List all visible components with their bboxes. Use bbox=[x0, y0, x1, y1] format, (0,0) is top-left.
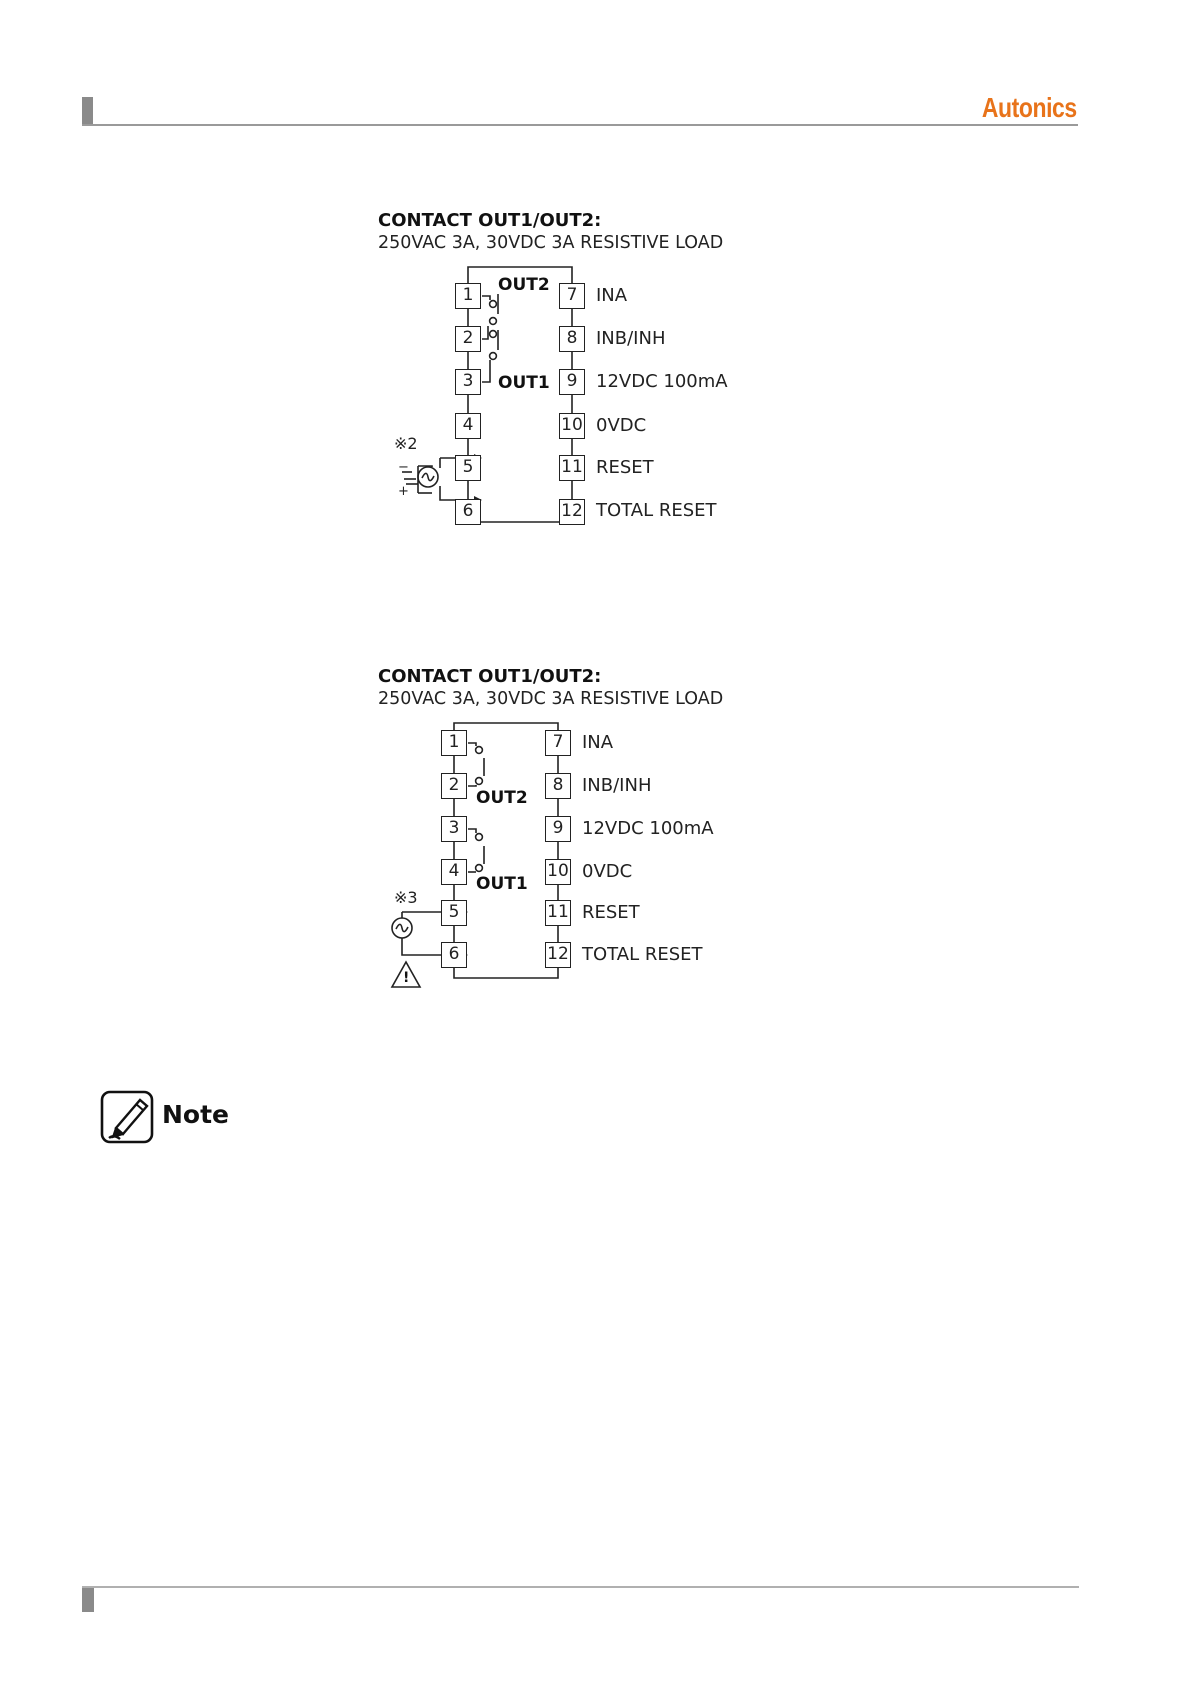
header-rule bbox=[82, 124, 1078, 126]
minus-sign: − bbox=[398, 460, 409, 475]
note-pencil-icon bbox=[100, 1090, 154, 1144]
terminal-12: 12 bbox=[545, 942, 571, 968]
signal-12vdc: 12VDC 100mA bbox=[582, 818, 714, 839]
terminal-11: 11 bbox=[559, 455, 585, 481]
terminal-10: 10 bbox=[559, 413, 585, 439]
diagram-2-subtitle: 250VAC 3A, 30VDC 3A RESISTIVE LOAD bbox=[378, 689, 724, 709]
signal-0vdc: 0VDC bbox=[582, 861, 633, 882]
label-out1: OUT1 bbox=[498, 373, 550, 393]
terminal-8: 8 bbox=[559, 326, 585, 352]
signal-ina: INA bbox=[596, 285, 628, 306]
signal-total-reset: TOTAL RESET bbox=[582, 944, 703, 965]
note-label: Note bbox=[162, 1100, 230, 1129]
terminal-12: 12 bbox=[559, 499, 585, 525]
terminal-3: 3 bbox=[441, 816, 467, 842]
terminal-3: 3 bbox=[455, 369, 481, 395]
diagram-1-subtitle: 250VAC 3A, 30VDC 3A RESISTIVE LOAD bbox=[378, 233, 724, 253]
terminal-10: 10 bbox=[545, 859, 571, 885]
terminal-6: 6 bbox=[455, 499, 481, 525]
footnote-mark-2: ※2 bbox=[394, 434, 418, 453]
terminal-11: 11 bbox=[545, 900, 571, 926]
terminal-1: 1 bbox=[455, 283, 481, 309]
signal-ina: INA bbox=[582, 732, 614, 753]
signal-inb-inh: INB/INH bbox=[582, 775, 652, 796]
terminal-5: 5 bbox=[441, 900, 467, 926]
footnote-mark-3: ※3 bbox=[394, 888, 418, 907]
footer-accent-bar bbox=[82, 1588, 94, 1612]
wiring-diagram-2: CONTACT OUT1/OUT2: 250VAC 3A, 30VDC 3A R… bbox=[378, 666, 740, 988]
header-accent-bar bbox=[82, 97, 93, 124]
terminal-9: 9 bbox=[559, 369, 585, 395]
signal-12vdc: 12VDC 100mA bbox=[596, 371, 728, 392]
terminal-4: 4 bbox=[441, 859, 467, 885]
plus-sign: + bbox=[398, 484, 409, 499]
label-out1: OUT1 bbox=[476, 874, 528, 894]
label-out2: OUT2 bbox=[476, 788, 528, 808]
terminal-7: 7 bbox=[559, 283, 585, 309]
warning-icon: ! bbox=[403, 970, 410, 986]
diagram-1-title: CONTACT OUT1/OUT2: bbox=[378, 210, 602, 231]
terminal-2: 2 bbox=[455, 326, 481, 352]
signal-inb-inh: INB/INH bbox=[596, 328, 666, 349]
signal-0vdc: 0VDC bbox=[596, 415, 647, 436]
wiring-diagram-1: CONTACT OUT1/OUT2: 250VAC 3A, 30VDC 3A R… bbox=[378, 210, 740, 530]
signal-total-reset: TOTAL RESET bbox=[596, 500, 717, 521]
terminal-2: 2 bbox=[441, 773, 467, 799]
signal-reset: RESET bbox=[596, 457, 654, 478]
diagram-2-title: CONTACT OUT1/OUT2: bbox=[378, 666, 602, 687]
brand-logo: Autonics bbox=[982, 92, 1077, 123]
signal-reset: RESET bbox=[582, 902, 640, 923]
terminal-8: 8 bbox=[545, 773, 571, 799]
terminal-4: 4 bbox=[455, 413, 481, 439]
terminal-5: 5 bbox=[455, 455, 481, 481]
terminal-7: 7 bbox=[545, 730, 571, 756]
label-out2: OUT2 bbox=[498, 275, 550, 295]
terminal-6: 6 bbox=[441, 942, 467, 968]
terminal-1: 1 bbox=[441, 730, 467, 756]
terminal-9: 9 bbox=[545, 816, 571, 842]
footer-rule bbox=[82, 1586, 1079, 1588]
